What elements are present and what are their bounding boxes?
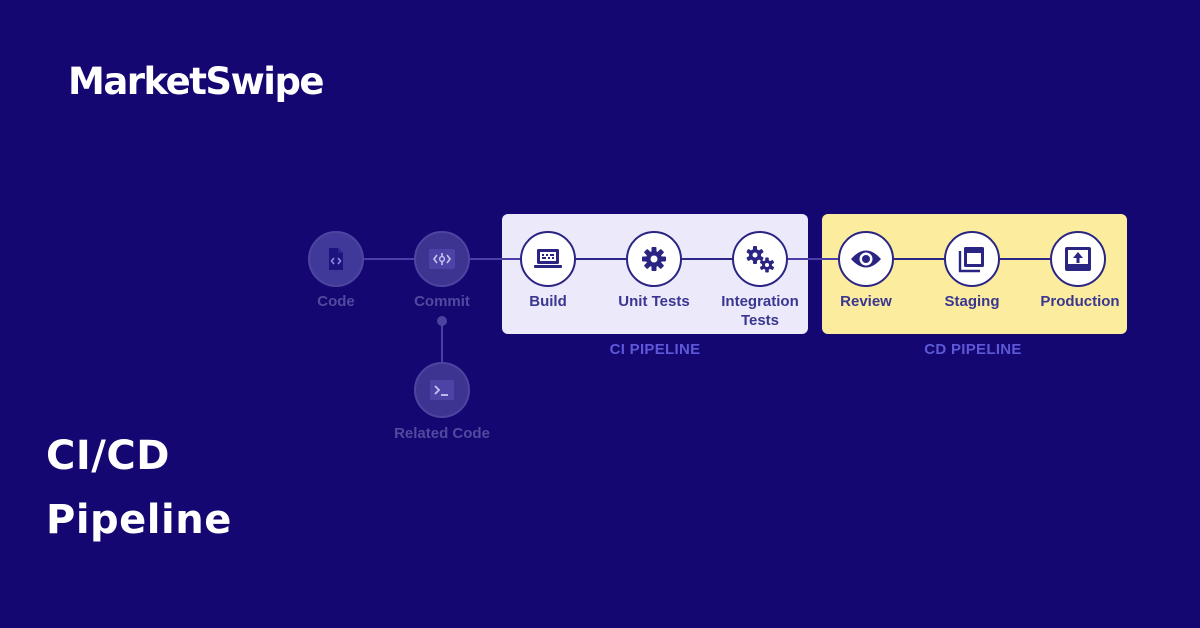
review-node: [838, 231, 894, 287]
production-label: Production: [1040, 293, 1120, 310]
connector-review-staging: [894, 258, 944, 260]
commit-node: [414, 231, 470, 287]
headline-line-2: Pipeline: [46, 497, 232, 543]
upload-icon: [1063, 245, 1093, 273]
connector-unittests-integration: [682, 258, 732, 260]
ci-pipeline-label: CI PIPELINE: [609, 341, 701, 358]
integration-tests-label: Integration Tests: [705, 292, 815, 330]
file-code-icon: [324, 246, 348, 272]
staging-node: [944, 231, 1000, 287]
terminal-icon: [429, 379, 455, 401]
connector-staging-production: [1000, 258, 1050, 260]
unit-tests-label: Unit Tests: [618, 293, 690, 310]
build-node: [520, 231, 576, 287]
related-code-label: Related Code: [394, 425, 490, 442]
gear-icon: [640, 245, 668, 273]
laptop-icon: [533, 247, 563, 271]
window-stack-icon: [958, 245, 986, 273]
production-node: [1050, 231, 1106, 287]
headline: CI/CD Pipeline: [46, 424, 232, 552]
brand-logo: MarketSwipe: [68, 60, 325, 103]
integration-tests-label-line-2: Tests: [740, 312, 780, 329]
build-label: Build: [529, 293, 567, 310]
cd-pipeline-label: CD PIPELINE: [924, 341, 1022, 358]
code-label: Code: [317, 293, 355, 310]
code-node: [308, 231, 364, 287]
connector-commit-build: [470, 258, 520, 260]
integration-tests-label-line-1: Integration: [721, 293, 799, 310]
branch-dot: [437, 316, 447, 326]
eye-icon: [850, 248, 882, 270]
integration-tests-node: [732, 231, 788, 287]
connector-commit-related: [441, 322, 443, 362]
connector-code-commit: [364, 258, 414, 260]
connector-integration-review: [788, 258, 838, 260]
staging-label: Staging: [944, 293, 1000, 310]
commit-icon: [428, 248, 456, 270]
connector-build-unittests: [576, 258, 626, 260]
unit-tests-node: [626, 231, 682, 287]
related-code-node: [414, 362, 470, 418]
headline-line-1: CI/CD: [46, 433, 170, 479]
gears-icon: [744, 244, 776, 274]
review-label: Review: [840, 293, 892, 310]
commit-label: Commit: [414, 293, 470, 310]
